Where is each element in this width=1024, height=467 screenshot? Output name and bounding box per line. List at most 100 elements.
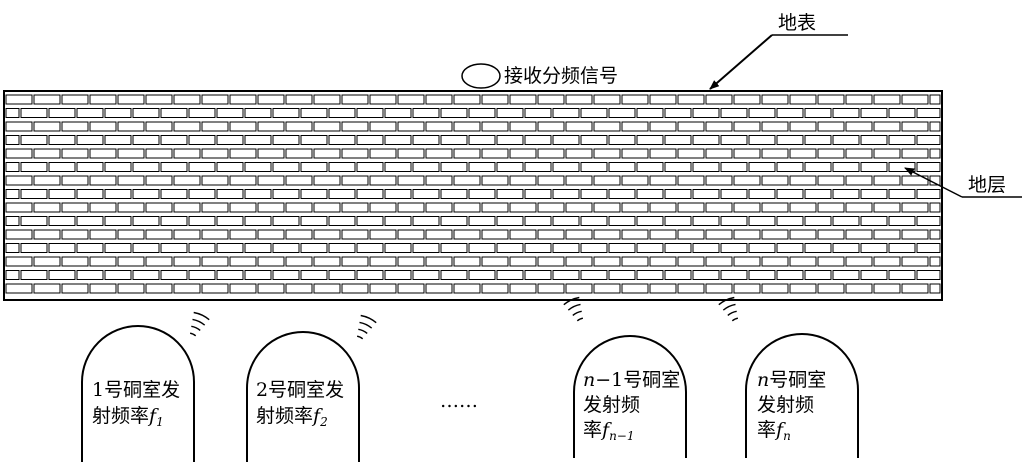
brick bbox=[229, 121, 257, 132]
brick bbox=[188, 243, 216, 253]
brick bbox=[33, 148, 61, 159]
brick bbox=[257, 121, 285, 132]
brick bbox=[873, 229, 901, 240]
brick bbox=[5, 108, 20, 118]
brick bbox=[901, 94, 929, 105]
brick bbox=[804, 216, 832, 226]
brick bbox=[733, 283, 761, 294]
brick bbox=[804, 108, 832, 118]
signal-wave-arc bbox=[563, 296, 580, 306]
brick bbox=[188, 189, 216, 199]
brick bbox=[509, 283, 537, 294]
chamber-n-line2: 发射频 bbox=[757, 394, 814, 416]
brick bbox=[173, 94, 201, 105]
brick bbox=[901, 256, 929, 267]
brick bbox=[384, 135, 412, 145]
chamber-1: 1号硐室发 射频率f1 bbox=[81, 325, 195, 462]
brick bbox=[832, 135, 860, 145]
brick bbox=[524, 243, 552, 253]
brick bbox=[621, 121, 649, 132]
brick bbox=[229, 229, 257, 240]
brick bbox=[733, 94, 761, 105]
brick bbox=[677, 148, 705, 159]
brick bbox=[552, 108, 580, 118]
brick bbox=[244, 162, 272, 172]
brick bbox=[328, 216, 356, 226]
brick bbox=[580, 108, 608, 118]
brick bbox=[832, 243, 860, 253]
brick bbox=[425, 175, 453, 186]
brick bbox=[608, 243, 636, 253]
brick bbox=[257, 283, 285, 294]
signal-wave-arc bbox=[576, 317, 584, 322]
brick bbox=[160, 108, 188, 118]
brick bbox=[481, 175, 509, 186]
brick bbox=[5, 148, 33, 159]
brick bbox=[369, 148, 397, 159]
brick bbox=[341, 121, 369, 132]
brick bbox=[832, 108, 860, 118]
brick bbox=[845, 148, 873, 159]
brick bbox=[117, 283, 145, 294]
brick bbox=[369, 175, 397, 186]
brick bbox=[916, 135, 941, 145]
brick bbox=[748, 243, 776, 253]
brick bbox=[341, 202, 369, 213]
brick bbox=[565, 229, 593, 240]
chamber-n-outline bbox=[745, 333, 859, 458]
brick bbox=[397, 121, 425, 132]
brick bbox=[593, 256, 621, 267]
brick bbox=[201, 175, 229, 186]
brick bbox=[552, 135, 580, 145]
brick bbox=[804, 189, 832, 199]
brick bbox=[61, 121, 89, 132]
brick bbox=[817, 148, 845, 159]
brick bbox=[481, 94, 509, 105]
brick bbox=[440, 216, 468, 226]
brick bbox=[720, 243, 748, 253]
brick bbox=[733, 175, 761, 186]
brick bbox=[901, 148, 929, 159]
brick bbox=[649, 256, 677, 267]
signal-wave-arc bbox=[192, 318, 206, 326]
brick bbox=[244, 189, 272, 199]
brick bbox=[300, 270, 328, 280]
brick bbox=[412, 216, 440, 226]
surface-label: 地表 bbox=[778, 12, 816, 34]
chamber-1-outline bbox=[81, 325, 195, 462]
brick bbox=[496, 189, 524, 199]
brick bbox=[20, 189, 48, 199]
brick bbox=[145, 121, 173, 132]
brick bbox=[188, 108, 216, 118]
brick bbox=[5, 94, 33, 105]
brick bbox=[496, 216, 524, 226]
brick bbox=[901, 202, 929, 213]
brick bbox=[160, 162, 188, 172]
brick bbox=[789, 256, 817, 267]
brick bbox=[552, 243, 580, 253]
brick bbox=[117, 202, 145, 213]
brick bbox=[313, 229, 341, 240]
brick bbox=[481, 256, 509, 267]
brick bbox=[412, 135, 440, 145]
brick bbox=[649, 121, 677, 132]
brick bbox=[20, 243, 48, 253]
brick bbox=[229, 202, 257, 213]
brick bbox=[145, 202, 173, 213]
brick bbox=[5, 162, 20, 172]
brick bbox=[453, 175, 481, 186]
brick bbox=[440, 135, 468, 145]
signal-wave-arc bbox=[567, 303, 581, 311]
brick bbox=[524, 135, 552, 145]
brick bbox=[145, 175, 173, 186]
brick bbox=[873, 94, 901, 105]
chamber-n: n号硐室 发射频 率fn bbox=[745, 333, 859, 458]
brick bbox=[328, 189, 356, 199]
brick bbox=[33, 256, 61, 267]
brick bbox=[621, 256, 649, 267]
brick bbox=[412, 270, 440, 280]
signal-wave-arc bbox=[572, 310, 582, 316]
stratum-label: 地层 bbox=[968, 174, 1006, 196]
brick bbox=[664, 108, 692, 118]
signal-wave-arc bbox=[358, 328, 368, 334]
